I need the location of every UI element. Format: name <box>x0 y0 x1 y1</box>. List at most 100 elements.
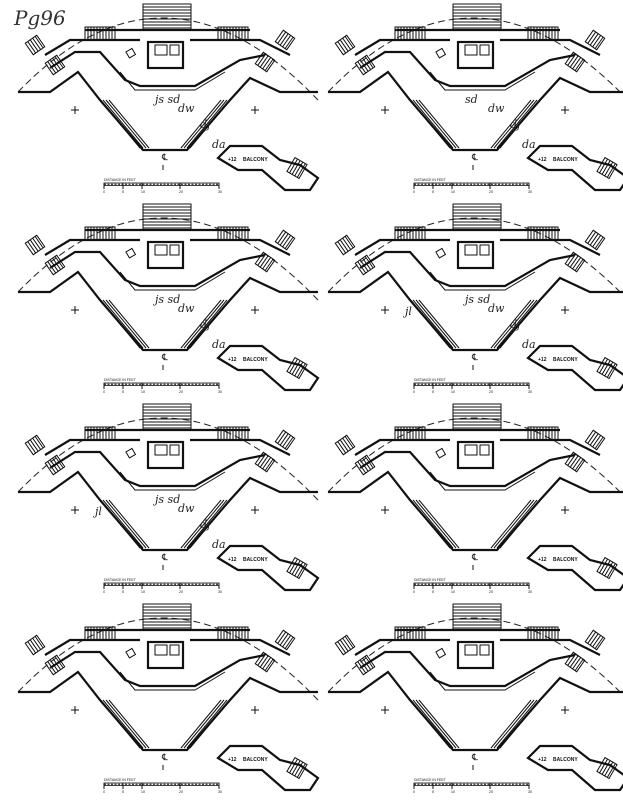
corner-stair <box>584 29 606 51</box>
center-stair <box>452 403 502 431</box>
centerline-mark: ℄ <box>161 352 168 362</box>
seating-row <box>102 99 144 149</box>
seating-row <box>189 99 231 149</box>
scale-title: DISTANCE IN FEET <box>104 778 137 782</box>
corner-stair <box>334 434 356 456</box>
corner-stair <box>274 229 296 251</box>
handwritten-note: dj <box>200 318 211 331</box>
wall <box>44 638 140 656</box>
projection-booth <box>435 440 495 470</box>
crosshair-icon <box>251 506 259 514</box>
handwritten-note: dw <box>178 102 195 115</box>
page-number-handwritten: Pg96 <box>14 6 66 30</box>
scale-tick-label: 5 <box>122 190 124 194</box>
scale-tick-label: 10 <box>451 190 455 194</box>
corner-stair <box>274 429 296 451</box>
elevation-label: +12 <box>228 757 237 763</box>
wall <box>44 38 140 56</box>
lobby-stair <box>596 156 618 180</box>
scale-tick-label: 30 <box>218 390 222 394</box>
crosshair-icon <box>71 706 79 714</box>
crosshair-icon <box>561 706 569 714</box>
scale-tick-label: 0 <box>103 790 105 794</box>
seating-row <box>493 99 535 149</box>
seating-row <box>105 499 147 549</box>
balcony-edge <box>18 470 318 552</box>
handwritten-note: da <box>522 138 536 151</box>
balcony-label: BALCONY <box>243 757 268 763</box>
corner-stair <box>354 654 376 676</box>
seating-row <box>418 499 460 549</box>
crosshair-icon <box>561 506 569 514</box>
corner-stair <box>24 34 46 56</box>
sightline-arc <box>327 617 623 696</box>
seating-row <box>499 299 541 349</box>
scale-tick-label: 10 <box>141 190 145 194</box>
wall <box>49 650 266 688</box>
scale-tick-label: 10 <box>141 390 145 394</box>
wall <box>354 638 450 656</box>
scale-tick-label: 0 <box>413 390 415 394</box>
corner-stair <box>254 251 276 273</box>
sightline-arc <box>327 17 623 96</box>
crosshair-icon <box>71 506 79 514</box>
sightline-arc <box>17 617 319 701</box>
scale-title: DISTANCE IN FEET <box>104 178 137 182</box>
seating-row <box>99 699 141 749</box>
wall <box>190 638 291 656</box>
scale-title: DISTANCE IN FEET <box>414 578 447 582</box>
sightline-arc <box>17 217 319 301</box>
projection-booth <box>435 640 495 670</box>
handwritten-note: dj <box>200 518 211 531</box>
elevation-label: +12 <box>538 157 547 163</box>
wall <box>49 250 266 288</box>
corner-stair <box>44 54 66 76</box>
handwritten-note: da <box>212 138 226 151</box>
seating-row <box>186 699 228 749</box>
balcony-lobby <box>526 744 623 792</box>
center-stair <box>142 3 192 31</box>
scale-tick-label: 20 <box>179 790 183 794</box>
handwritten-note: dj <box>200 118 211 131</box>
seating-row <box>186 99 228 149</box>
corner-stair <box>354 54 376 76</box>
wall <box>359 650 576 688</box>
balcony-label: BALCONY <box>243 557 268 563</box>
projection-booth <box>125 440 185 470</box>
seating-row <box>105 299 147 349</box>
seating-row <box>99 299 141 349</box>
corner-stair <box>354 254 376 276</box>
center-stair <box>452 203 502 231</box>
seating-row <box>105 99 147 149</box>
balcony-label: BALCONY <box>553 557 578 563</box>
seating-row <box>490 699 532 749</box>
seating-row <box>493 299 535 349</box>
handwritten-note: dw <box>488 302 505 315</box>
projection-booth <box>435 240 495 270</box>
corner-stair <box>24 634 46 656</box>
centerline-mark: ℄ <box>471 152 478 162</box>
crosshair-icon <box>561 106 569 114</box>
scale-tick-label: 0 <box>413 590 415 594</box>
crosshair-icon <box>561 306 569 314</box>
sightline-arc <box>327 217 623 296</box>
handwritten-note: dw <box>178 502 195 515</box>
seating-row <box>186 299 228 349</box>
balcony-lobby <box>216 544 320 592</box>
crosshair-icon <box>381 706 389 714</box>
balcony-edge <box>18 270 318 352</box>
wall <box>500 38 601 56</box>
lobby-stair <box>286 156 308 180</box>
seating-row <box>496 299 538 349</box>
wall <box>354 38 450 56</box>
elevation-label: +12 <box>228 357 237 363</box>
centerline-mark: ℄ <box>161 552 168 562</box>
corner-stair <box>584 629 606 651</box>
